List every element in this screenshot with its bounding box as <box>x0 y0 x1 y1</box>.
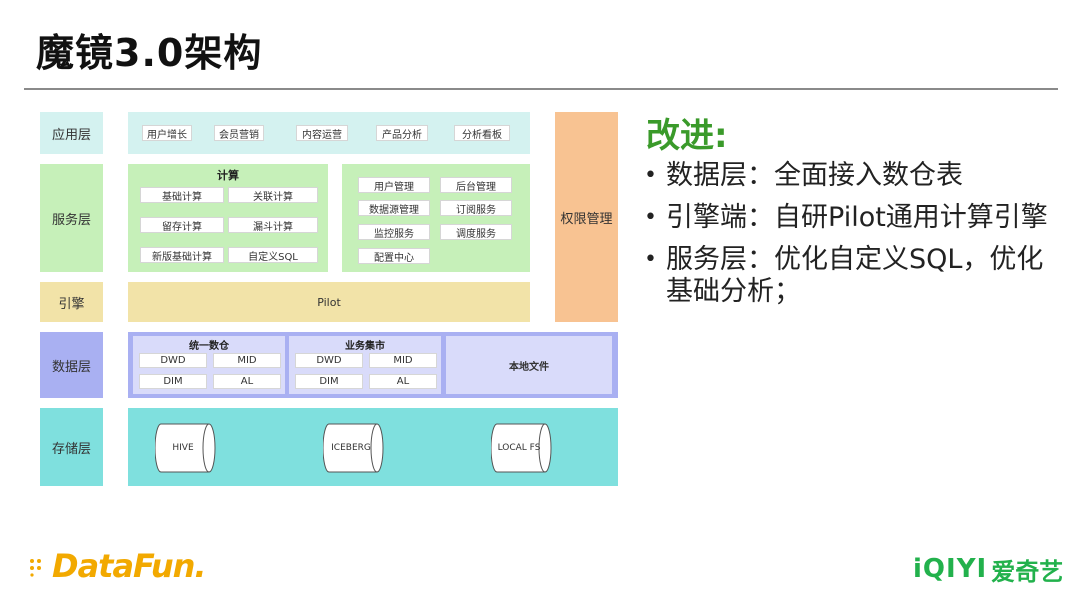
mart-dim: DIM <box>295 374 363 389</box>
app-item-content-ops: 内容运营 <box>296 125 348 141</box>
improvement-engine: 引擎端：自研Pilot通用计算引擎 <box>666 202 1048 233</box>
mgmt-backend: 后台管理 <box>440 177 512 193</box>
warehouse-mid: MID <box>213 353 281 368</box>
storage-hive-label: HIVE <box>172 443 194 453</box>
permission-panel: 权限管理 <box>555 112 618 322</box>
improvements-heading: 改进: <box>646 116 728 156</box>
warehouse-title: 统一数仓 <box>189 341 229 352</box>
list-item: • 服务层：优化自定义SQL，优化基础分析； <box>642 244 1067 308</box>
iqiyi-logo: iQIYI 爱奇艺 <box>913 552 1063 586</box>
warehouse-dim: DIM <box>139 374 207 389</box>
app-item-member-marketing: 会员营销 <box>214 125 264 141</box>
storage-iceberg: ICEBERG <box>323 423 385 473</box>
cylinder-icon <box>323 423 384 473</box>
iqiyi-logo-cn: 爱奇艺 <box>991 557 1064 586</box>
app-item-product-analysis: 产品分析 <box>376 125 428 141</box>
datafun-logo-text: DataFun. <box>52 547 207 585</box>
mart-al: AL <box>369 374 437 389</box>
compute-retention: 留存计算 <box>140 217 224 233</box>
engine-panel: Pilot <box>128 282 530 322</box>
mgmt-user: 用户管理 <box>358 177 430 193</box>
bullet-icon: • <box>644 163 657 188</box>
compute-new-basic: 新版基础计算 <box>140 247 224 263</box>
slide-title: 魔镜3.0架构 <box>36 31 263 75</box>
compute-association: 关联计算 <box>228 187 318 203</box>
mgmt-config-center: 配置中心 <box>358 248 430 264</box>
warehouse-al: AL <box>213 374 281 389</box>
mgmt-scheduling: 调度服务 <box>440 224 512 240</box>
improvement-data-layer: 数据层：全面接入数仓表 <box>666 160 963 191</box>
datafun-logo: DataFun. <box>28 546 207 586</box>
storage-local-fs-label: LOCAL FS <box>497 443 541 453</box>
storage-local-fs: LOCAL FS <box>491 423 553 473</box>
mgmt-subscription: 订阅服务 <box>440 200 512 216</box>
mart-mid: MID <box>369 353 437 368</box>
storage-iceberg-label: ICEBERG <box>331 443 371 453</box>
app-item-dashboard: 分析看板 <box>454 125 510 141</box>
title-divider <box>24 88 1058 90</box>
compute-custom-sql: 自定义SQL <box>228 247 318 263</box>
bullet-icon: • <box>644 247 657 272</box>
list-item: • 数据层：全面接入数仓表 <box>642 160 1067 192</box>
improvement-service: 服务层：优化自定义SQL，优化基础分析； <box>666 244 1044 307</box>
compute-funnel: 漏斗计算 <box>228 217 318 233</box>
datafun-dots-icon <box>30 559 41 577</box>
bullet-icon: • <box>644 205 657 230</box>
local-file-panel: 本地文件 <box>446 336 612 394</box>
improvements-list: • 数据层：全面接入数仓表 • 引擎端：自研Pilot通用计算引擎 • 服务层：优化自… <box>642 160 1067 318</box>
warehouse-dwd: DWD <box>139 353 207 368</box>
app-item-user-growth: 用户增长 <box>142 125 192 141</box>
layer-label-engine: 引擎 <box>40 282 103 322</box>
layer-label-app: 应用层 <box>40 112 103 154</box>
layer-label-service: 服务层 <box>40 164 103 272</box>
compute-basic: 基础计算 <box>140 187 224 203</box>
mgmt-datasource: 数据源管理 <box>358 200 430 216</box>
mart-dwd: DWD <box>295 353 363 368</box>
mart-title: 业务集市 <box>345 341 385 352</box>
layer-label-storage: 存储层 <box>40 408 103 486</box>
list-item: • 引擎端：自研Pilot通用计算引擎 <box>642 202 1067 234</box>
compute-title: 计算 <box>217 169 239 182</box>
storage-hive: HIVE <box>155 423 217 473</box>
layer-label-data: 数据层 <box>40 332 103 398</box>
iqiyi-logo-latin: iQIYI <box>913 554 988 584</box>
cylinder-icon <box>491 423 552 473</box>
cylinder-icon <box>155 423 216 473</box>
mgmt-monitoring: 监控服务 <box>358 224 430 240</box>
